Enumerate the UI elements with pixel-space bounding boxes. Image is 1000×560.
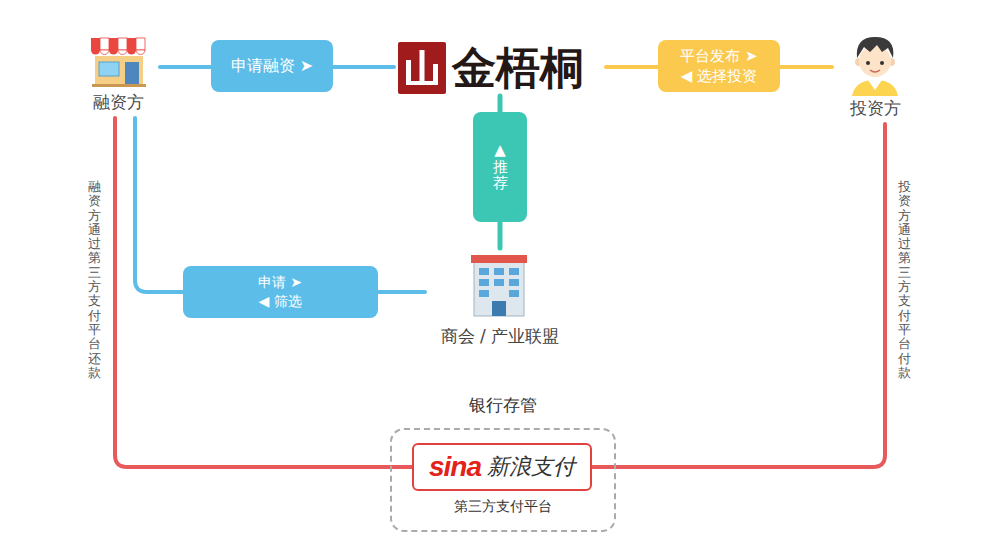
investor-mouth [870, 70, 880, 72]
edge-label-pill: ▲ 推荐 [473, 112, 527, 222]
logo-bar [420, 50, 425, 84]
chamber-node: 商会 / 产业联盟 [425, 248, 575, 352]
awning-stripe [91, 38, 100, 50]
investor-hair [857, 37, 894, 58]
awning-scallop [100, 50, 109, 55]
building-window [509, 290, 519, 297]
node-label: 银行存管 [390, 394, 616, 417]
investor-eye [880, 61, 884, 65]
building-body [474, 262, 524, 316]
logo-square [398, 42, 446, 94]
awning-scallop [109, 50, 118, 55]
logo-base [406, 81, 438, 85]
investor-node: 投资方 [832, 30, 918, 124]
shop-window [99, 62, 119, 76]
connector-line [115, 118, 412, 467]
edge-label: 融资方通过第三方支付平台还款 [88, 180, 101, 380]
shop-base [92, 84, 146, 87]
connector-line [592, 124, 885, 467]
node-label: sina [429, 451, 481, 483]
building-window [494, 268, 504, 275]
building-window [479, 290, 489, 297]
node-label: 融资方 [93, 91, 144, 114]
edge-label-text: 申请 ➤ ◀ 筛选 [251, 273, 309, 311]
awning-scallop [91, 50, 100, 55]
node-label: 第三方支付平台 [390, 498, 616, 516]
node-label: 金梧桐 [452, 40, 584, 96]
building-window [479, 279, 489, 286]
node-label: 商会 / 产业联盟 [441, 325, 560, 348]
financier-node: 融资方 [76, 32, 160, 118]
edge-label-text: 申请融资 ➤ [231, 56, 314, 77]
edge-label-pill: 申请 ➤ ◀ 筛选 [183, 266, 378, 318]
building-window [509, 268, 519, 275]
building-window [494, 279, 504, 286]
shop-icon [91, 38, 146, 87]
node-label: 新浪支付 [487, 452, 575, 482]
edge-label-pill: 申请融资 ➤ [211, 40, 333, 92]
building-window [509, 279, 519, 286]
investor-body [852, 80, 898, 96]
building-window [479, 268, 489, 275]
edge-label-pill: 平台发布 ➤ ◀ 选择投资 [658, 40, 780, 93]
edge-label-text: 融资方通过第三方支付平台还款 [88, 180, 101, 380]
logo-mark [398, 42, 446, 94]
custody-group: 银行存管第三方支付平台 sina新浪支付 [390, 392, 616, 532]
building-roof [471, 255, 527, 263]
investor-icon [852, 37, 898, 96]
awning-scallop [127, 50, 136, 55]
building-door [492, 301, 506, 316]
edge-label: 投资方通过第三方支付平台付款 [898, 180, 911, 380]
logo-bar [406, 60, 411, 84]
platform-logo-node: 金梧桐 [394, 40, 606, 96]
awning-scallop [136, 50, 145, 54]
edge-label-text: 投资方通过第三方支付平台付款 [898, 180, 911, 380]
awning-stripe [118, 38, 127, 50]
awning-stripe [109, 38, 118, 50]
payment-box: sina新浪支付 [412, 443, 592, 491]
building-icon [471, 255, 527, 316]
shop-door [125, 62, 139, 86]
investor-collar [868, 80, 882, 90]
edge-label-text: ▲ 推荐 [493, 142, 508, 192]
awning-scallop [118, 50, 127, 55]
investor-eye [866, 61, 870, 65]
awning-stripe [100, 38, 109, 50]
shop-wall [95, 56, 143, 86]
edge-label-text: 平台发布 ➤ ◀ 选择投资 [676, 46, 762, 87]
investor-face [859, 45, 891, 77]
awning-stripe [127, 38, 136, 50]
node-label: 投资方 [850, 97, 901, 120]
awning-stripe [136, 38, 145, 50]
